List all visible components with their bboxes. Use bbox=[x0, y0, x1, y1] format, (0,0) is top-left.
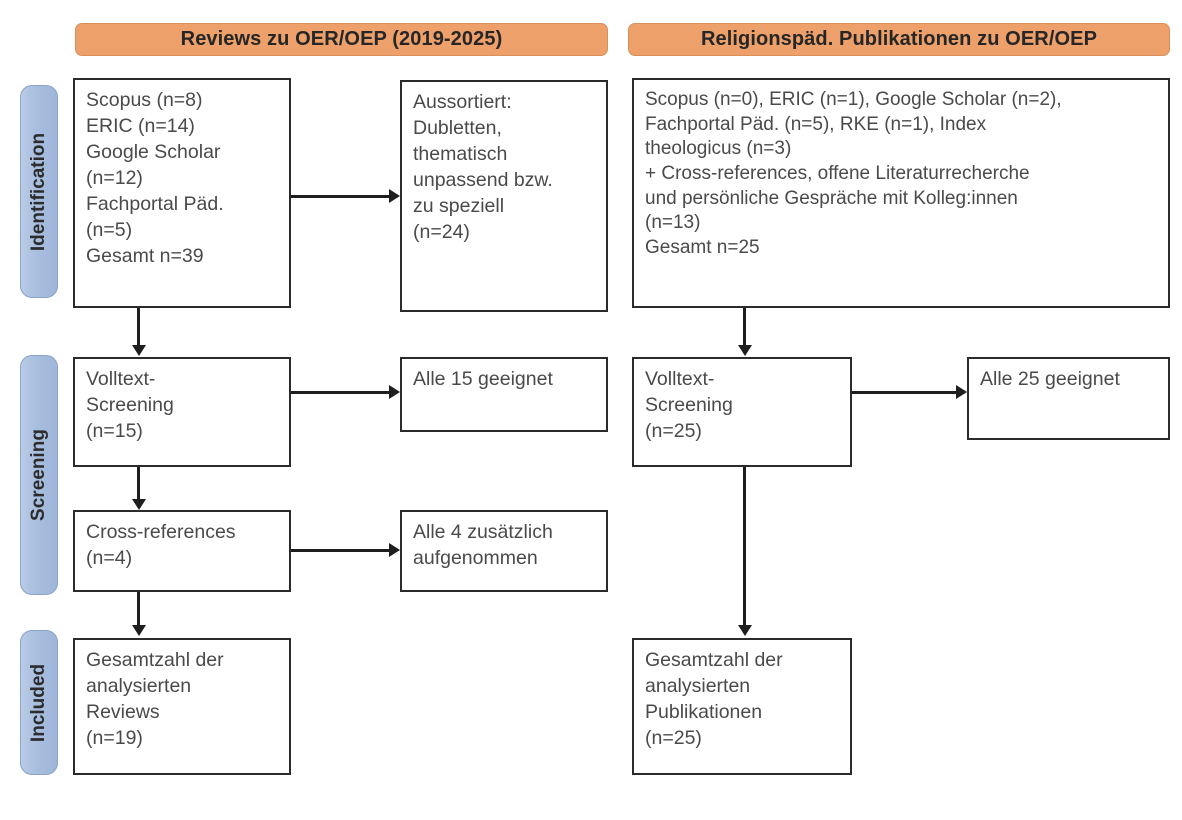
column-header-reviews: Reviews zu OER/OEP (2019-2025) bbox=[75, 23, 608, 56]
box-left-cross-references-result: Alle 4 zusätzlich aufgenommen bbox=[400, 510, 608, 592]
column-header-religionspaed: Religionspäd. Publikationen zu OER/OEP bbox=[628, 23, 1170, 56]
arrowhead-left-crossref-to-result bbox=[389, 543, 400, 557]
connector-left-sources-to-excluded bbox=[291, 195, 391, 198]
connector-left-crossref-to-included bbox=[137, 592, 140, 626]
box-left-cross-references: Cross-references (n=4) bbox=[73, 510, 291, 592]
box-right-fulltext-screening: Volltext- Screening (n=25) bbox=[632, 357, 852, 467]
arrowhead-right-fulltext-to-result bbox=[956, 385, 967, 399]
arrowhead-right-sources-to-fulltext bbox=[737, 345, 752, 356]
arrowhead-right-fulltext-to-included bbox=[737, 625, 752, 636]
box-left-excluded: Aussortiert: Dubletten, thematisch unpas… bbox=[400, 80, 608, 312]
stage-pill-identification: Identification bbox=[20, 85, 58, 298]
connector-right-fulltext-to-result bbox=[852, 391, 957, 394]
arrowhead-left-sources-to-fulltext bbox=[131, 345, 146, 356]
arrowhead-left-fulltext-to-crossref bbox=[131, 499, 146, 510]
box-right-included-total: Gesamtzahl der analysierten Publikatione… bbox=[632, 638, 852, 775]
box-left-identification-sources: Scopus (n=8) ERIC (n=14) Google Scholar … bbox=[73, 78, 291, 308]
connector-right-sources-to-fulltext bbox=[743, 308, 746, 346]
box-right-fulltext-result: Alle 25 geeignet bbox=[967, 357, 1170, 440]
connector-right-fulltext-to-included bbox=[743, 467, 746, 626]
box-left-included-total: Gesamtzahl der analysierten Reviews (n=1… bbox=[73, 638, 291, 775]
connector-left-crossref-to-result bbox=[291, 549, 391, 552]
stage-label-identification: Identification bbox=[28, 132, 49, 251]
box-left-fulltext-result: Alle 15 geeignet bbox=[400, 357, 608, 432]
connector-left-fulltext-to-result bbox=[291, 391, 391, 394]
box-left-fulltext-screening: Volltext- Screening (n=15) bbox=[73, 357, 291, 467]
stage-label-included: Included bbox=[28, 663, 49, 742]
stage-label-screening: Screening bbox=[28, 429, 49, 521]
arrowhead-left-fulltext-to-result bbox=[389, 385, 400, 399]
stage-pill-screening: Screening bbox=[20, 355, 58, 595]
connector-left-fulltext-to-crossref bbox=[137, 467, 140, 500]
connector-left-sources-to-fulltext bbox=[137, 308, 140, 346]
stage-pill-included: Included bbox=[20, 630, 58, 775]
arrowhead-left-sources-to-excluded bbox=[389, 189, 400, 203]
box-right-identification-sources: Scopus (n=0), ERIC (n=1), Google Scholar… bbox=[632, 78, 1170, 308]
arrowhead-left-crossref-to-included bbox=[131, 625, 146, 636]
